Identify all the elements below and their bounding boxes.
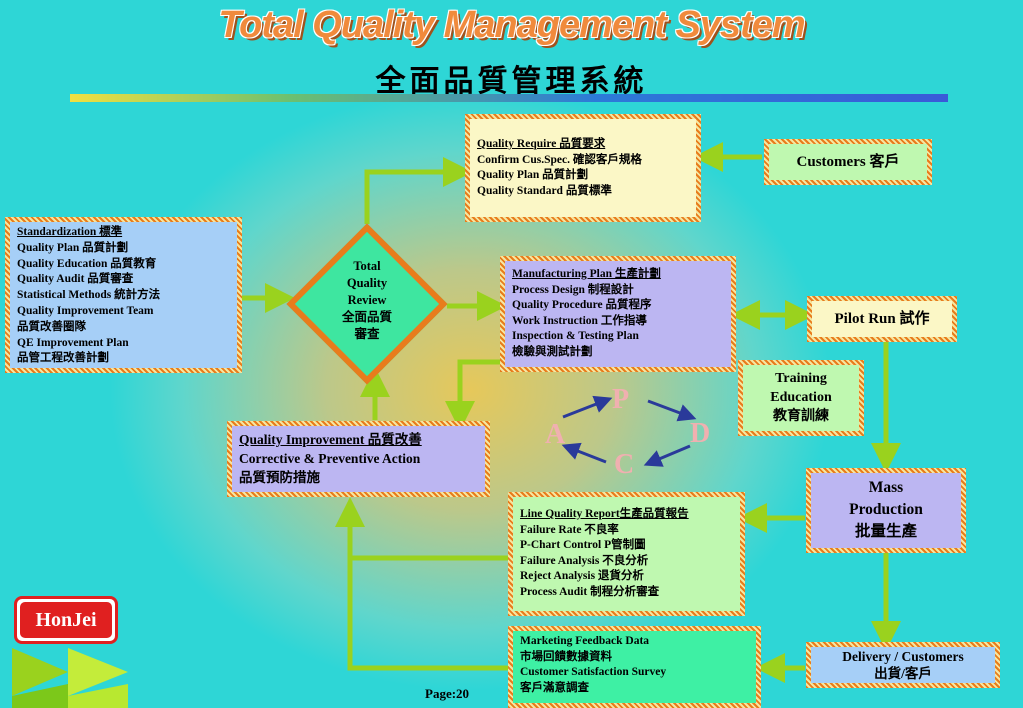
- standardization-heading: Standardization 標準: [17, 226, 123, 238]
- title-chinese: 全面品質管理系統: [375, 64, 648, 99]
- marketing-feedback-box: Marketing Feedback Data 市場回饋數據資料 Custome…: [508, 626, 761, 708]
- improvement-line: Corrective & Preventive Action: [239, 451, 421, 466]
- line-quality-report-box: Line Quality Report生產品質報告 Failure Rate 不…: [508, 492, 745, 616]
- mass-label: Production: [849, 501, 923, 518]
- delivery-label: 出貨/客戶: [874, 666, 932, 681]
- standardization-box: Standardization 標準 Quality Plan 品質計劃 Qua…: [5, 217, 242, 373]
- standardization-line: Quality Education 品質教育: [17, 257, 157, 270]
- pdca-arrow-dc: [643, 444, 691, 467]
- pdca-do: D: [690, 418, 711, 449]
- line-quality-line: Failure Rate 不良率: [520, 523, 619, 536]
- review-label: 全面品質: [341, 310, 392, 324]
- review-label: Review: [347, 293, 387, 307]
- arrow-improvement-to-manufacturing: [457, 359, 500, 420]
- standardization-line: Quality Improvement Team: [17, 304, 154, 317]
- marketing-line: 市場回饋數據資料: [520, 650, 612, 663]
- review-label: Total: [353, 259, 381, 273]
- page-number: Page:20: [425, 686, 470, 701]
- customers-box: Customers 客戶: [764, 139, 932, 185]
- pdca-arrow-ap: [562, 395, 613, 419]
- training-label: Education: [770, 390, 832, 405]
- improvement-line: 品質預防措施: [239, 470, 320, 485]
- standardization-line: QE Improvement Plan: [17, 336, 129, 349]
- training-label: Training: [775, 371, 827, 386]
- mass-production-box: Mass Production 批量生產: [806, 468, 966, 553]
- mass-label: 批量生產: [854, 523, 917, 540]
- quality-require-line: Confirm Cus.Spec. 確認客戶規格: [477, 153, 642, 166]
- customers-label: Customers 客戶: [769, 144, 927, 180]
- training-box: Training Education 教育訓練: [738, 360, 864, 436]
- quality-require-line: Quality Standard 品質標準: [477, 184, 612, 197]
- marketing-line: Customer Satisfaction Survey: [520, 666, 667, 679]
- title-divider: [70, 94, 948, 102]
- manufacturing-line: Process Design 制程設計: [512, 283, 634, 296]
- quality-require-box: Quality Require 品質要求 Confirm Cus.Spec. 確…: [465, 114, 701, 222]
- mass-label: Mass: [868, 479, 904, 496]
- total-quality-review-diamond: Total Quality Review 全面品質 審查: [285, 222, 449, 386]
- manufacturing-line: Inspection & Testing Plan: [512, 330, 639, 343]
- standardization-line: Statistical Methods 統計方法: [17, 289, 161, 302]
- delivery-box: Delivery / Customers 出貨/客戶: [806, 642, 1000, 688]
- review-label: Quality: [346, 276, 388, 290]
- standardization-line: Quality Audit 品質審查: [17, 273, 134, 286]
- manufacturing-heading: Manufacturing Plan 生產計劃: [512, 268, 661, 280]
- quality-require-heading: Quality Require 品質要求: [477, 138, 606, 150]
- manufacturing-plan-box: Manufacturing Plan 生產計劃 Process Design 制…: [500, 256, 736, 372]
- arrow-feedback-loop: [335, 497, 508, 671]
- pilot-run-box: Pilot Run 試作: [807, 296, 957, 342]
- quality-improvement-box: Quality Improvement 品質改善 Corrective & Pr…: [227, 421, 490, 497]
- standardization-line: 品質改善圈隊: [17, 320, 86, 333]
- line-quality-heading: Line Quality Report生產品質報告: [520, 508, 689, 520]
- manufacturing-line: Work Instruction 工作指導: [512, 314, 647, 327]
- standardization-line: 品管工程改善計劃: [17, 352, 109, 365]
- title-english: Total Quality Management System: [218, 4, 805, 46]
- review-label: 審查: [354, 327, 380, 341]
- quality-require-line: Quality Plan 品質計劃: [477, 169, 589, 182]
- pdca-arrow-ca: [561, 442, 607, 464]
- pdca-arrow-pd: [647, 399, 697, 422]
- improvement-heading: Quality Improvement 品質改善: [239, 432, 422, 447]
- manufacturing-line: 檢驗與測試計劃: [512, 345, 593, 358]
- line-quality-line: P-Chart Control P管制圖: [520, 539, 646, 552]
- line-quality-line: Failure Analysis 不良分析: [520, 554, 649, 567]
- marketing-line: Marketing Feedback Data: [520, 635, 650, 647]
- logo-text: HonJei: [20, 602, 112, 638]
- marketing-line: 客戶滿意調查: [520, 681, 589, 694]
- delivery-label: Delivery / Customers: [842, 649, 964, 664]
- pdca-plan: P: [612, 384, 630, 415]
- logo-arrows-decoration: [12, 648, 128, 708]
- line-quality-line: Reject Analysis 退貨分析: [520, 570, 644, 583]
- honjei-logo: HonJei: [14, 596, 118, 644]
- training-label: 教育訓練: [773, 409, 829, 424]
- pdca-check: C: [614, 449, 635, 480]
- pilot-run-label: Pilot Run 試作: [812, 301, 952, 337]
- manufacturing-line: Quality Procedure 品質程序: [512, 299, 652, 312]
- line-quality-line: Process Audit 制程分析審查: [520, 585, 660, 598]
- standardization-line: Quality Plan 品質計劃: [17, 241, 129, 254]
- pdca-act: A: [545, 419, 566, 450]
- arrow-review-to-require: [364, 157, 473, 224]
